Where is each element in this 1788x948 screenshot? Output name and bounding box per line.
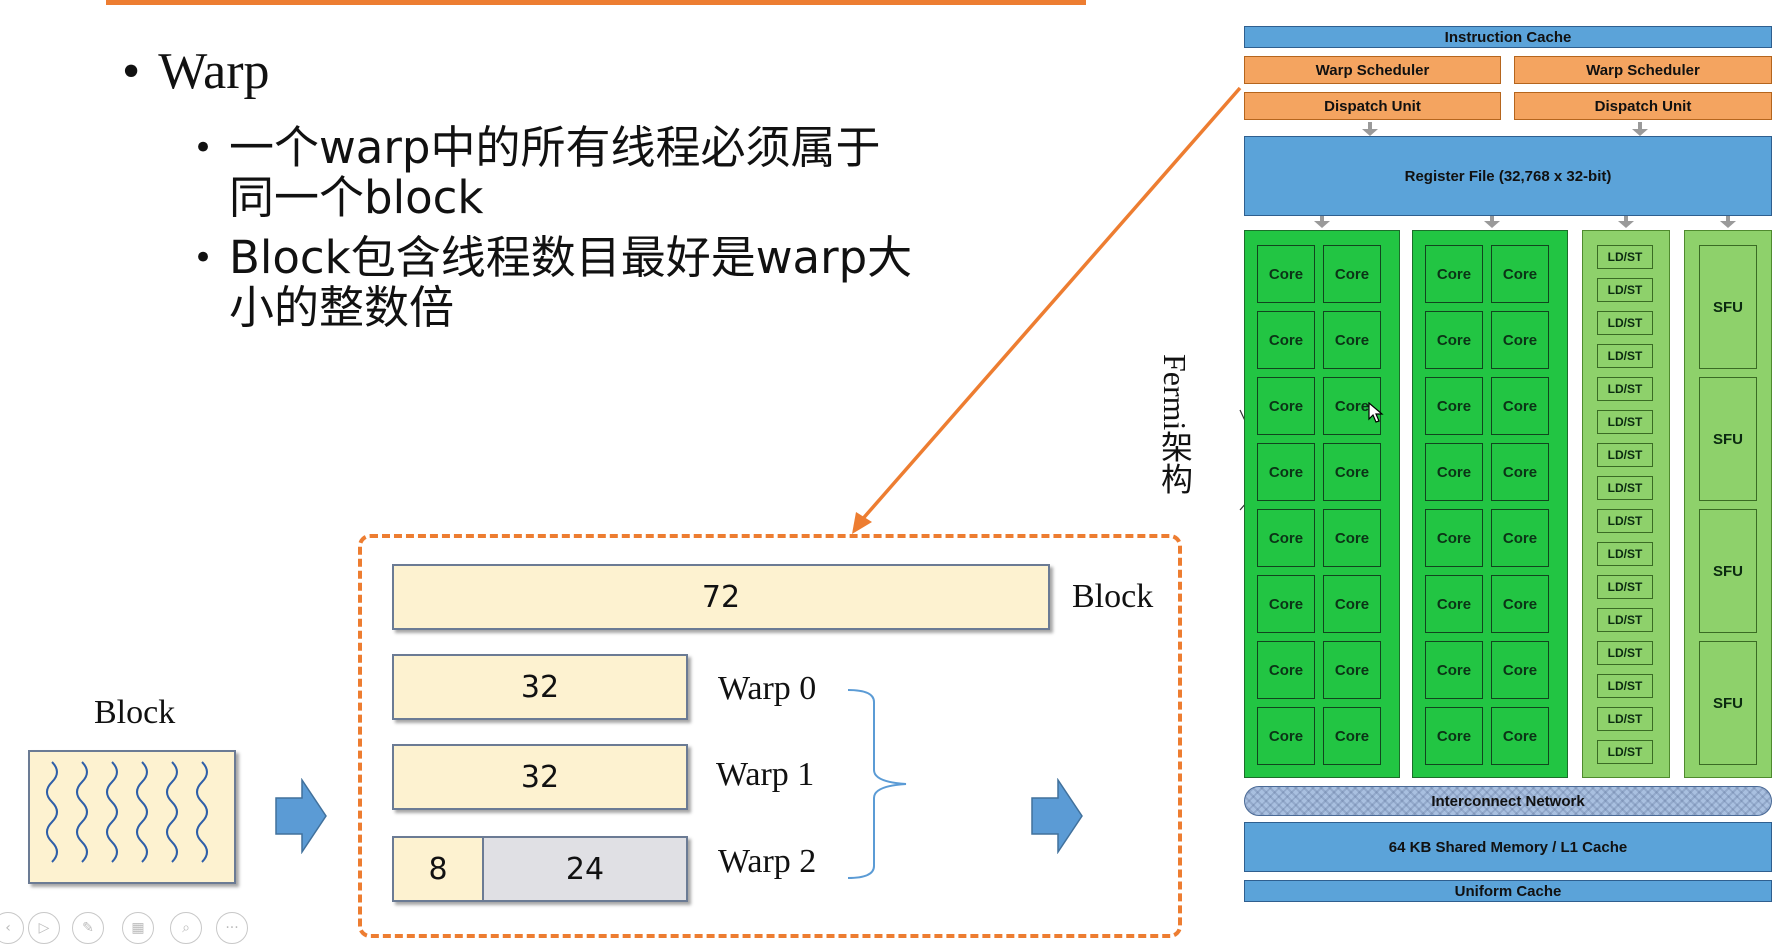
cuda-core: Core xyxy=(1425,641,1483,699)
sfu-unit: SFU xyxy=(1699,509,1757,633)
cuda-core: Core xyxy=(1323,377,1381,435)
cuda-core: Core xyxy=(1425,575,1483,633)
right-arrow-icon xyxy=(275,778,327,854)
block-threads-icon xyxy=(28,750,236,884)
previous-icon[interactable]: ‹ xyxy=(0,912,24,944)
cuda-core: Core xyxy=(1491,641,1549,699)
core-panel-1: Core Core Core Core Core Core Core Core … xyxy=(1244,230,1400,778)
cuda-core: Core xyxy=(1491,575,1549,633)
ldst-unit: LD/ST xyxy=(1597,443,1653,467)
dataflow-arrows xyxy=(1314,122,1736,228)
sfu-unit: SFU xyxy=(1699,377,1757,501)
cuda-core: Core xyxy=(1425,377,1483,435)
mouse-cursor-icon xyxy=(1368,402,1384,423)
cuda-core: Core xyxy=(1425,245,1483,303)
warp1-label: Warp 1 xyxy=(716,756,815,793)
sfu-unit: SFU xyxy=(1699,245,1757,369)
title-accent-bar xyxy=(106,0,1086,5)
sfu-panel: SFU SFU SFU SFU xyxy=(1684,230,1772,778)
cuda-core: Core xyxy=(1323,443,1381,501)
cuda-core: Core xyxy=(1257,443,1315,501)
right-arrow-icon xyxy=(1031,778,1083,854)
dispatch-unit-right: Dispatch Unit xyxy=(1514,92,1772,120)
warp1-bar: 32 xyxy=(392,744,688,810)
cuda-core: Core xyxy=(1491,311,1549,369)
cuda-core: Core xyxy=(1257,377,1315,435)
interconnect-network: Interconnect Network xyxy=(1244,786,1772,816)
cuda-core: Core xyxy=(1323,509,1381,567)
ldst-unit: LD/ST xyxy=(1597,377,1653,401)
cuda-core: Core xyxy=(1323,245,1381,303)
register-file: Register File (32,768 x 32-bit) xyxy=(1244,136,1772,216)
ldst-unit: LD/ST xyxy=(1597,707,1653,731)
core-panel-2: Core Core Core Core Core Core Core Core … xyxy=(1412,230,1568,778)
zoom-icon[interactable]: ⌕ xyxy=(170,912,202,944)
cuda-core: Core xyxy=(1323,311,1381,369)
ldst-unit: LD/ST xyxy=(1597,311,1653,335)
cuda-core: Core xyxy=(1491,443,1549,501)
warp0-bar: 32 xyxy=(392,654,688,720)
block-bar-label: Block xyxy=(1072,578,1154,615)
cuda-core: Core xyxy=(1257,509,1315,567)
play-icon[interactable]: ▷ xyxy=(28,912,60,944)
cuda-core: Core xyxy=(1425,443,1483,501)
sfu-unit: SFU xyxy=(1699,641,1757,765)
warp0-label: Warp 0 xyxy=(718,670,817,707)
ldst-unit: LD/ST xyxy=(1597,740,1653,764)
cuda-core: Core xyxy=(1323,641,1381,699)
slides-icon[interactable]: ▦ xyxy=(122,912,154,944)
instruction-cache: Instruction Cache xyxy=(1244,26,1772,48)
dispatch-unit-left: Dispatch Unit xyxy=(1244,92,1501,120)
cuda-core: Core xyxy=(1491,707,1549,765)
cuda-core: Core xyxy=(1257,311,1315,369)
uniform-cache: Uniform Cache xyxy=(1244,880,1772,902)
cuda-core: Core xyxy=(1491,245,1549,303)
warp2-idle-threads: 24 xyxy=(482,836,688,902)
cuda-core: Core xyxy=(1323,707,1381,765)
cuda-core: Core xyxy=(1491,377,1549,435)
ldst-unit: LD/ST xyxy=(1597,641,1653,665)
ldst-unit: LD/ST xyxy=(1597,344,1653,368)
ldst-unit: LD/ST xyxy=(1597,542,1653,566)
warp2-bar: 8 24 xyxy=(392,836,688,902)
thread-waves-icon xyxy=(46,761,208,863)
fermi-caption: Fermi架构 xyxy=(1157,354,1193,495)
cuda-core: Core xyxy=(1257,575,1315,633)
cuda-core: Core xyxy=(1257,707,1315,765)
cuda-core: Core xyxy=(1425,509,1483,567)
warp-group-brace xyxy=(847,689,907,879)
cuda-core: Core xyxy=(1425,311,1483,369)
shared-memory-l1: 64 KB Shared Memory / L1 Cache xyxy=(1244,822,1772,872)
cuda-core: Core xyxy=(1323,575,1381,633)
cuda-core: Core xyxy=(1425,707,1483,765)
ldst-unit: LD/ST xyxy=(1597,674,1653,698)
ldst-unit: LD/ST xyxy=(1597,608,1653,632)
more-icon[interactable]: ··· xyxy=(216,912,248,944)
ldst-panel: LD/ST LD/ST LD/ST LD/ST LD/ST LD/ST LD/S… xyxy=(1582,230,1670,778)
ldst-unit: LD/ST xyxy=(1597,278,1653,302)
bullet-warp: •Warp xyxy=(122,43,270,100)
sub-bullet-2: • Block包含线程数目最好是warp大 小的整数倍 xyxy=(193,231,913,334)
warp-scheduler-right: Warp Scheduler xyxy=(1514,56,1772,84)
cuda-core: Core xyxy=(1257,245,1315,303)
ldst-unit: LD/ST xyxy=(1597,575,1653,599)
warp2-label: Warp 2 xyxy=(718,843,817,880)
ldst-unit: LD/ST xyxy=(1597,410,1653,434)
ldst-unit: LD/ST xyxy=(1597,509,1653,533)
pen-icon[interactable]: ✎ xyxy=(72,912,104,944)
warp-division-frame xyxy=(358,534,1182,938)
block-bar: 72 xyxy=(392,564,1050,630)
warp-scheduler-left: Warp Scheduler xyxy=(1244,56,1501,84)
block-icon-label: Block xyxy=(94,694,176,731)
ldst-unit: LD/ST xyxy=(1597,245,1653,269)
cuda-core: Core xyxy=(1257,641,1315,699)
cuda-core: Core xyxy=(1491,509,1549,567)
sub-bullet-1: • 一个warp中的所有线程必须属于 同一个block xyxy=(193,121,881,224)
warp2-active-threads: 8 xyxy=(392,836,484,902)
ldst-unit: LD/ST xyxy=(1597,476,1653,500)
